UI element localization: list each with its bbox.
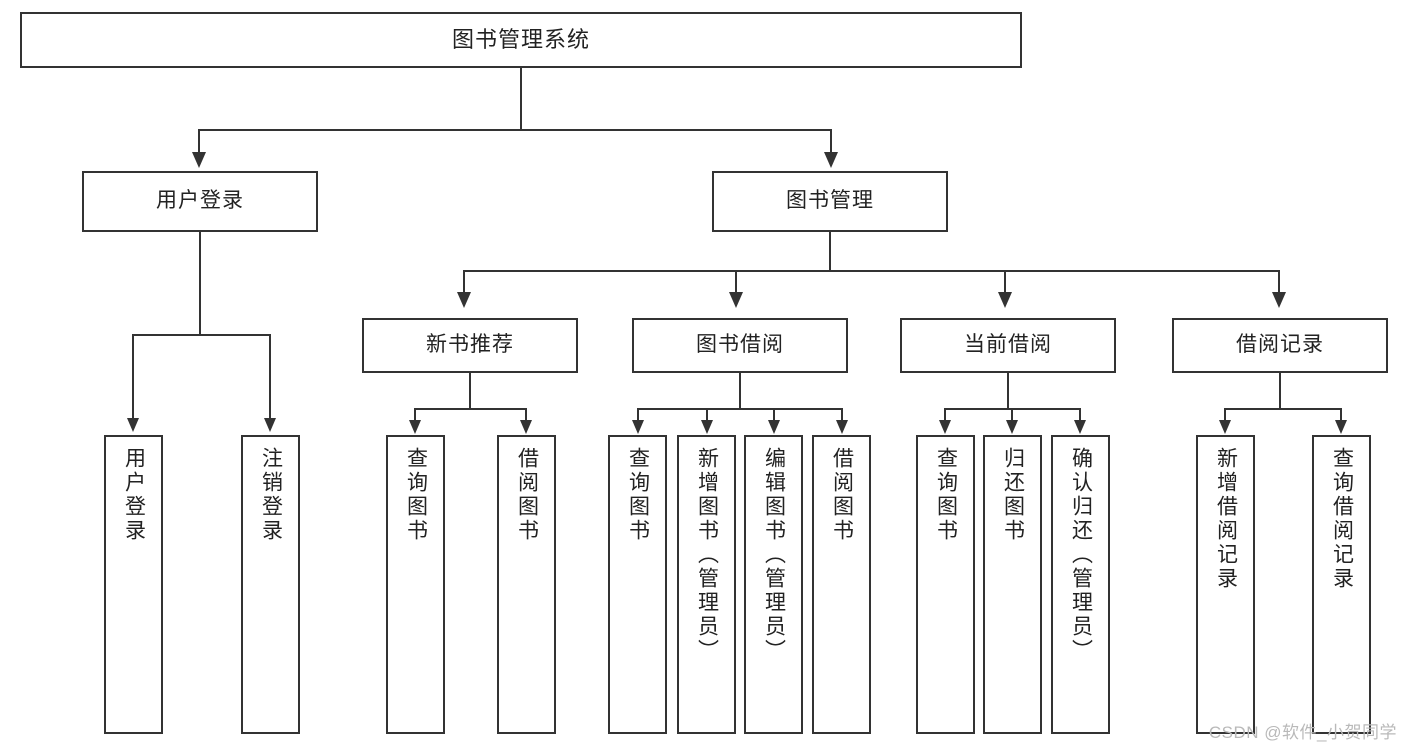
node-label: 借阅记录 xyxy=(1236,333,1324,357)
connector-level2-bus xyxy=(463,270,1280,272)
connector-user-login-drop-1 xyxy=(132,334,134,420)
node-label: 图书借阅 xyxy=(696,333,784,357)
connector-new-book-stem xyxy=(469,373,471,409)
node-label: 借阅图书 xyxy=(515,447,539,543)
arrow-to-query-book-2 xyxy=(632,420,644,434)
connector-borrow-record-stem xyxy=(1279,373,1281,409)
leaf-borrow-book-borrow[interactable]: 借阅图书 xyxy=(812,435,871,734)
arrow-to-edit-book xyxy=(768,420,780,434)
watermark-text: CSDN @软件_小贺同学 xyxy=(1208,723,1397,742)
node-new-book-recommend[interactable]: 新书推荐 xyxy=(362,318,578,373)
arrow-to-borrow-book-1 xyxy=(520,420,532,434)
arrow-to-query-book-3 xyxy=(939,420,951,434)
connector-root-stem xyxy=(520,68,522,130)
leaf-add-book-admin[interactable]: 新增图书（管理员） xyxy=(677,435,736,734)
node-borrow-record[interactable]: 借阅记录 xyxy=(1172,318,1388,373)
connector-current-borrow-drop-1 xyxy=(944,408,946,422)
arrow-to-borrow-book-2 xyxy=(836,420,848,434)
leaf-query-book-new[interactable]: 查询图书 xyxy=(386,435,445,734)
connector-borrow-record-drop-2 xyxy=(1340,408,1342,422)
connector-borrow-record-drop-1 xyxy=(1224,408,1226,422)
leaf-logout[interactable]: 注销登录 xyxy=(241,435,300,734)
connector-level1-drop-left xyxy=(198,129,200,154)
arrow-to-book-borrow xyxy=(729,292,743,308)
node-root-system[interactable]: 图书管理系统 xyxy=(20,12,1022,68)
connector-level2-drop-3 xyxy=(1004,270,1006,294)
arrow-to-return-book xyxy=(1006,420,1018,434)
node-label: 当前借阅 xyxy=(964,333,1052,357)
node-current-borrow[interactable]: 当前借阅 xyxy=(900,318,1116,373)
connector-level2-drop-4 xyxy=(1278,270,1280,294)
node-label: 图书管理 xyxy=(786,189,874,213)
arrow-to-confirm-return xyxy=(1074,420,1086,434)
leaf-edit-book-admin[interactable]: 编辑图书（管理员） xyxy=(744,435,803,734)
arrow-to-current-borrow xyxy=(998,292,1012,308)
connector-level2-drop-2 xyxy=(735,270,737,294)
connector-user-login-stem xyxy=(199,232,201,335)
node-label: 新增图书（管理员） xyxy=(695,447,719,663)
leaf-confirm-return-admin[interactable]: 确认归还（管理员） xyxy=(1051,435,1110,734)
connector-user-login-bus xyxy=(132,334,269,336)
node-label: 编辑图书（管理员） xyxy=(762,447,786,663)
node-label: 查询图书 xyxy=(404,447,428,543)
node-label: 查询图书 xyxy=(934,447,958,543)
arrow-to-add-book xyxy=(701,420,713,434)
arrow-to-query-record xyxy=(1335,420,1347,434)
connector-book-borrow-drop-3 xyxy=(773,408,775,422)
leaf-query-borrow-record[interactable]: 查询借阅记录 xyxy=(1312,435,1371,734)
leaf-user-login[interactable]: 用户登录 xyxy=(104,435,163,734)
connector-book-manage-stem xyxy=(829,232,831,271)
arrow-to-user-login xyxy=(192,152,206,168)
arrow-to-book-manage xyxy=(824,152,838,168)
arrow-to-user-login-leaf xyxy=(127,418,139,432)
connector-new-book-bus xyxy=(414,408,527,410)
arrow-to-borrow-record xyxy=(1272,292,1286,308)
connector-book-borrow-drop-4 xyxy=(841,408,843,422)
connector-level1-drop-right xyxy=(830,129,832,154)
node-label: 新书推荐 xyxy=(426,333,514,357)
node-label: 注销登录 xyxy=(259,447,283,543)
node-label: 用户登录 xyxy=(156,189,244,213)
connector-book-borrow-drop-2 xyxy=(706,408,708,422)
node-label: 图书管理系统 xyxy=(451,27,590,53)
node-label: 归还图书 xyxy=(1001,447,1025,543)
connector-new-book-drop-1 xyxy=(414,408,416,422)
leaf-add-borrow-record[interactable]: 新增借阅记录 xyxy=(1196,435,1255,734)
arrow-to-add-record xyxy=(1219,420,1231,434)
connector-current-borrow-stem xyxy=(1007,373,1009,409)
connector-current-borrow-drop-3 xyxy=(1079,408,1081,422)
connector-level2-drop-1 xyxy=(463,270,465,294)
node-label: 查询图书 xyxy=(626,447,650,543)
node-label: 查询借阅记录 xyxy=(1330,447,1354,591)
node-label: 新增借阅记录 xyxy=(1214,447,1238,591)
leaf-query-book-borrow[interactable]: 查询图书 xyxy=(608,435,667,734)
node-user-login[interactable]: 用户登录 xyxy=(82,171,318,232)
node-label: 借阅图书 xyxy=(830,447,854,543)
connector-book-borrow-drop-1 xyxy=(637,408,639,422)
connector-level1-bus xyxy=(198,129,832,131)
node-label: 确认归还（管理员） xyxy=(1069,447,1093,663)
leaf-borrow-book-new[interactable]: 借阅图书 xyxy=(497,435,556,734)
connector-book-borrow-stem xyxy=(739,373,741,409)
arrow-to-query-book-1 xyxy=(409,420,421,434)
connector-borrow-record-bus xyxy=(1224,408,1342,410)
connector-book-borrow-bus xyxy=(637,408,842,410)
connector-user-login-drop-2 xyxy=(269,334,271,420)
node-book-borrow[interactable]: 图书借阅 xyxy=(632,318,848,373)
node-label: 用户登录 xyxy=(122,447,146,543)
leaf-return-book[interactable]: 归还图书 xyxy=(983,435,1042,734)
connector-new-book-drop-2 xyxy=(525,408,527,422)
arrow-to-logout-leaf xyxy=(264,418,276,432)
connector-current-borrow-drop-2 xyxy=(1011,408,1013,422)
leaf-query-book-current[interactable]: 查询图书 xyxy=(916,435,975,734)
node-book-manage[interactable]: 图书管理 xyxy=(712,171,948,232)
arrow-to-new-book xyxy=(457,292,471,308)
